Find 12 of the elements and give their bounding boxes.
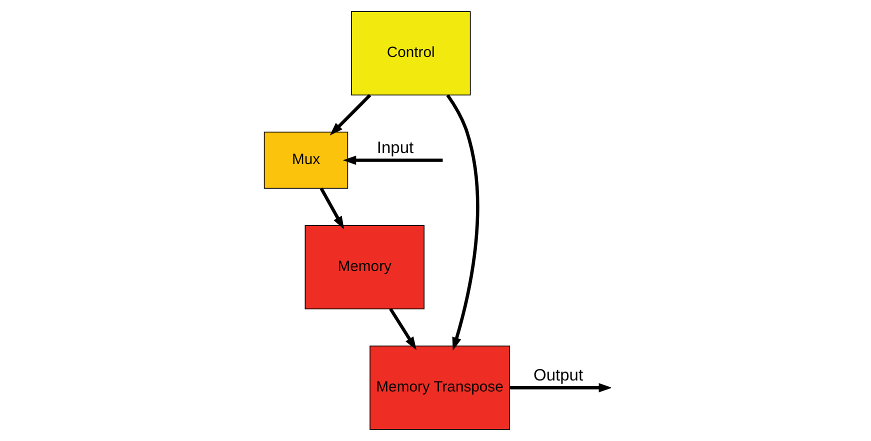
arrow (319, 188, 344, 230)
node-box: Memory (304, 225, 424, 310)
edge-label: Output (533, 366, 583, 384)
node-box: Memory Transpose (369, 346, 510, 430)
arrow (342, 156, 442, 165)
arrow (388, 308, 416, 350)
node-box: Mux (263, 132, 348, 189)
arrow (446, 94, 479, 351)
node-box: Control (350, 11, 470, 96)
arrow (509, 383, 610, 392)
edge-label: Input (376, 138, 414, 157)
arrow (329, 94, 371, 136)
